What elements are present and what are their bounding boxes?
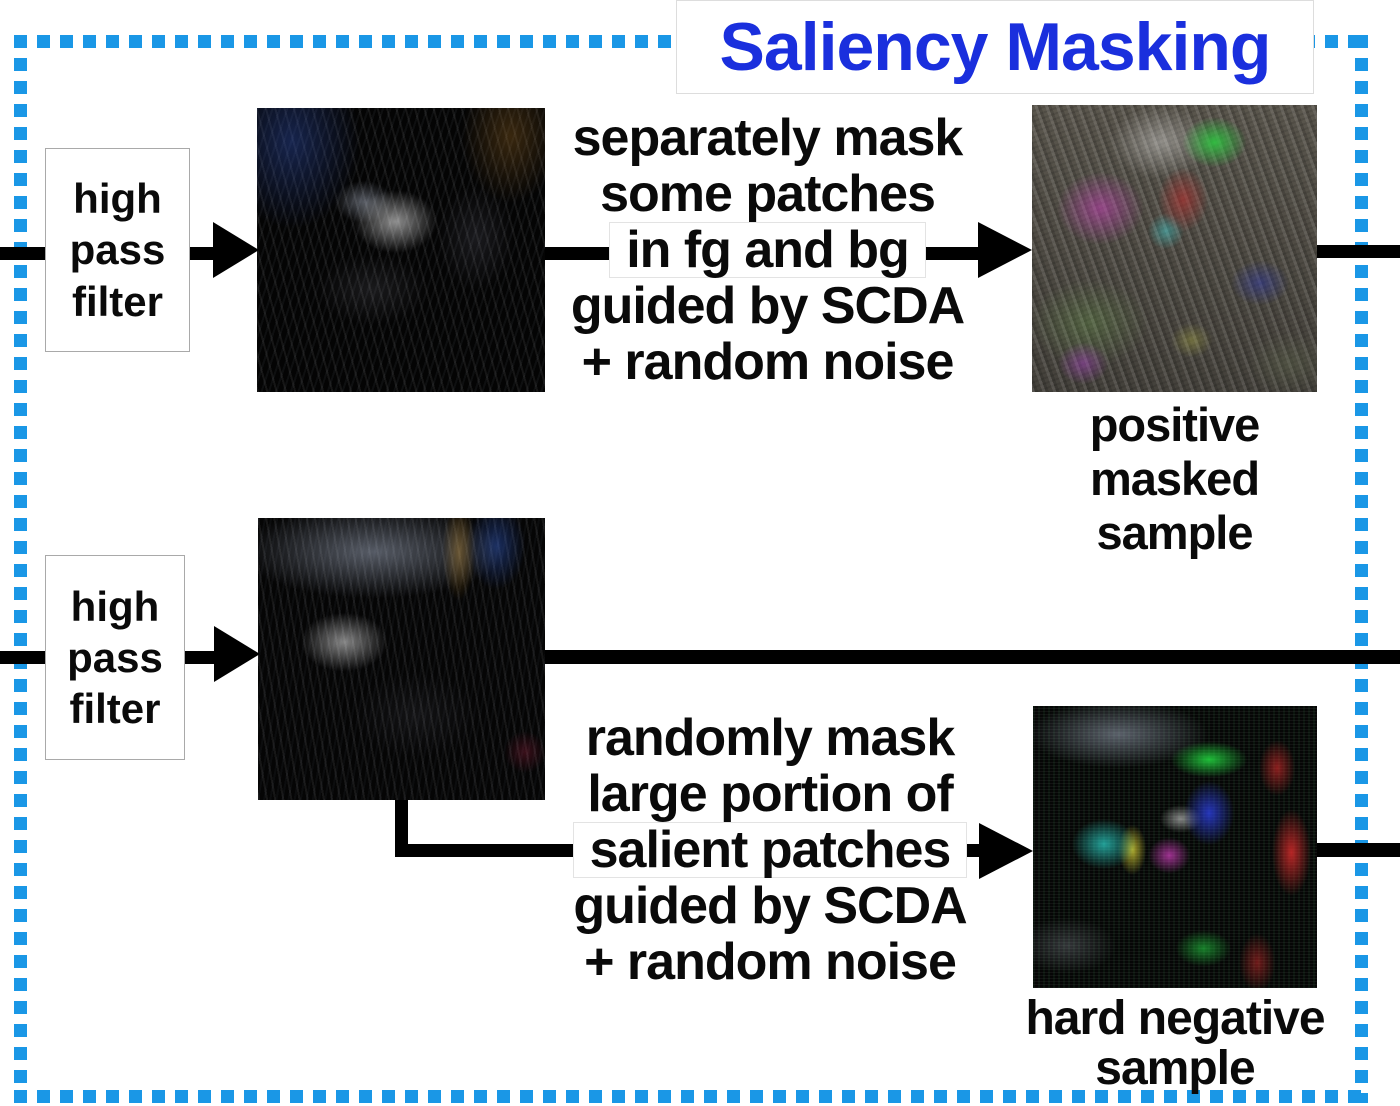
row1-step-line-5: + random noise: [581, 333, 955, 391]
row2-high-pass-filter-label: high pass filter: [67, 582, 163, 733]
dashed-border-left: [14, 35, 27, 1103]
row1-caption-line-3: sample: [1096, 506, 1254, 559]
row2-arrow2-head-icon: [979, 823, 1033, 879]
row2-step-line-2: large portion of: [587, 765, 953, 823]
row2-step-text: randomly mask large portion of salient p…: [545, 710, 995, 990]
row2-caption: hard negative sample: [1000, 994, 1350, 1094]
row2-arrow1-head-icon: [214, 626, 260, 682]
row1-high-pass-filter-box: high pass filter: [45, 148, 190, 352]
row1-caption: positive masked sample: [1032, 398, 1317, 560]
row1-caption-line-1: positive: [1089, 398, 1261, 451]
dashed-border-bottom: [14, 1090, 1368, 1103]
row2-step-line-4: guided by SCDA: [573, 877, 967, 935]
row2-branch-vertical-line: [395, 800, 408, 857]
title-box: Saliency Masking: [676, 0, 1314, 94]
dashed-border-right: [1355, 35, 1368, 1103]
row2-arrow1-stem: [184, 651, 215, 664]
row1-arrow1-stem: [189, 247, 217, 260]
row1-high-pass-filter-label: high pass filter: [69, 175, 166, 325]
row2-output-line: [1317, 843, 1400, 857]
row1-step-line-3: in fg and bg: [609, 222, 926, 278]
row2-highpass-dog-image: [258, 518, 545, 800]
row2-step-line-3: salient patches: [572, 822, 968, 878]
row1-input-line: [0, 247, 46, 260]
row2-caption-line-1: hard negative: [1025, 992, 1325, 1045]
row1-step-line-4: guided by SCDA: [570, 277, 965, 335]
row1-arrow1-head-icon: [213, 222, 259, 278]
row2-high-pass-filter-box: high pass filter: [45, 555, 185, 760]
row2-main-line: [545, 650, 1400, 664]
row1-step-line-2: some patches: [600, 165, 936, 223]
row2-input-line: [0, 651, 46, 664]
row2-caption-line-2: sample: [1095, 1042, 1255, 1095]
row1-arrow2-head-icon: [978, 222, 1032, 278]
diagram-title: Saliency Masking: [719, 9, 1272, 85]
row2-hard-negative-sample-image: [1033, 706, 1317, 988]
row1-output-line: [1317, 245, 1400, 258]
row1-positive-masked-sample-image: [1032, 105, 1317, 392]
row1-caption-line-2: masked: [1089, 452, 1260, 505]
row2-step-line-1: randomly mask: [585, 709, 956, 767]
row1-highpass-dog-image: [257, 108, 545, 392]
row2-step-line-5: + random noise: [584, 933, 957, 991]
row1-step-line-1: separately mask: [572, 109, 964, 167]
row1-step-text: separately mask some patches in fg and b…: [545, 110, 990, 390]
